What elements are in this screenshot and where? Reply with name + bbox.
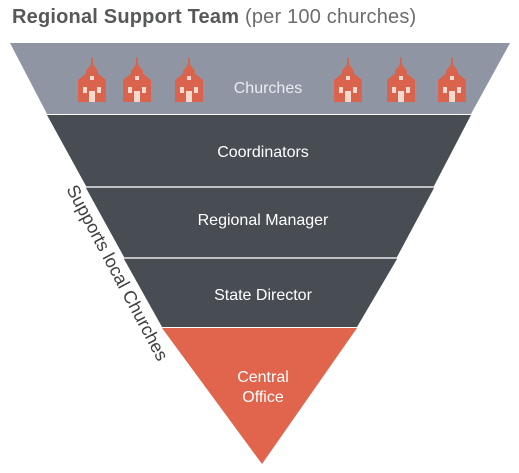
title-qualifier: (per 100 churches)	[244, 6, 417, 28]
level-state-director	[124, 259, 397, 327]
level-coordinators	[47, 115, 471, 186]
level-label-state-director: State Director	[214, 287, 312, 304]
level-label-regional-manager: Regional Manager	[198, 212, 329, 229]
level-label-office: Office	[242, 389, 284, 406]
level-regional-manager	[86, 188, 434, 257]
level-label-churches: Churches	[234, 80, 302, 97]
church-icons-left	[78, 58, 203, 102]
church-icon	[438, 58, 466, 102]
church-icons-right	[334, 58, 466, 102]
level-label-central: Central	[237, 369, 289, 386]
church-icon	[334, 58, 362, 102]
church-icon	[387, 58, 415, 102]
church-icon	[175, 58, 203, 102]
church-icon	[123, 58, 151, 102]
level-label-coordinators: Coordinators	[217, 144, 309, 161]
level-central-office	[162, 328, 357, 464]
diagram-title: Regional Support Team (per 100 churches)	[12, 6, 416, 29]
title-main: Regional Support Team	[12, 6, 240, 28]
church-icon	[78, 58, 106, 102]
